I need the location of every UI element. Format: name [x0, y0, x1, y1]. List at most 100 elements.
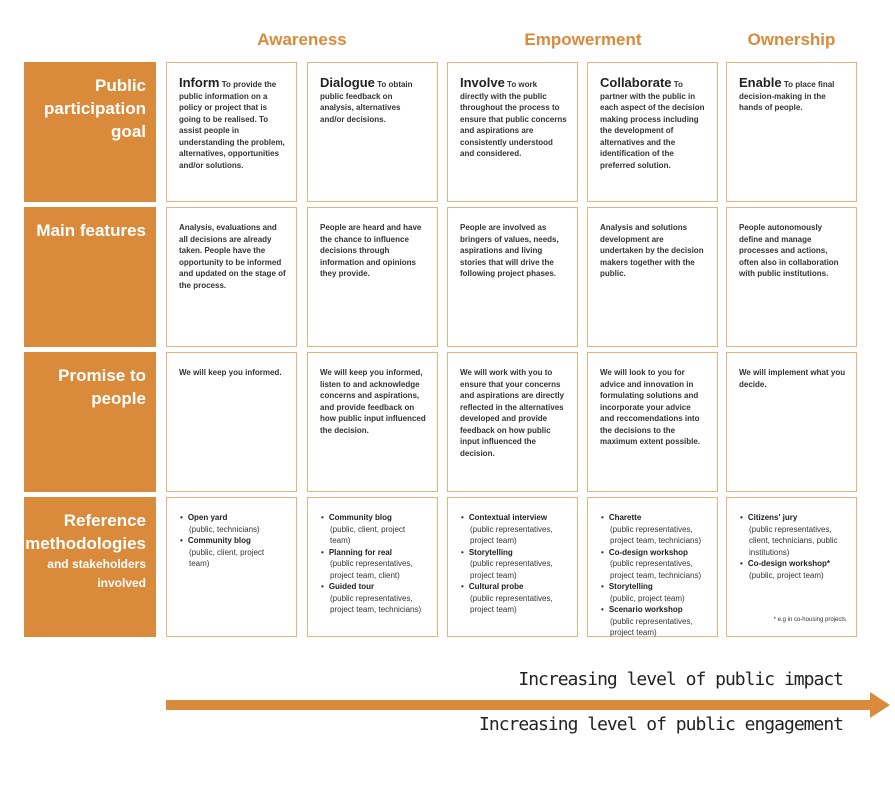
promise-text: We will look to you for advice and innov… — [600, 368, 701, 446]
method-item: Open yard (public, technicians) — [187, 512, 286, 535]
cell: Contextual interview (public representati… — [447, 497, 578, 637]
method-stakeholders: (public representatives, project team, t… — [330, 593, 422, 615]
method-name: Co-design workshop* — [747, 559, 831, 568]
method-stakeholders: (public representatives, project team, c… — [330, 559, 413, 580]
promise-text: We will implement what you decide. — [739, 368, 846, 389]
method-item: Co-design workshop* (public, project team… — [747, 558, 846, 581]
cell: We will look to you for advice and innov… — [587, 352, 718, 492]
row-label-text: Public participation goal — [43, 76, 146, 141]
method-name: Storytelling — [608, 582, 653, 591]
method-stakeholders: (public, client, project team) — [330, 524, 406, 546]
row-label: Public participation goal — [24, 62, 156, 202]
cell: Inform To provide the public information… — [166, 62, 297, 202]
row-label-sub: and stakeholders involved — [47, 557, 146, 590]
method-name: Co-design workshop — [608, 547, 688, 557]
method-item: Charette (public representatives, project… — [608, 512, 707, 547]
method-stakeholders: (public, technicians) — [189, 524, 260, 534]
cell: Open yard(public, technicians)Community … — [166, 497, 297, 637]
feature-text: People autonomously define and manage pr… — [739, 223, 839, 278]
method-stakeholders: (public representatives, project team) — [470, 524, 553, 546]
method-name: Community blog — [328, 513, 392, 522]
row-label: Promise to people — [24, 352, 156, 492]
goal-text: To partner with the public in each aspec… — [600, 80, 705, 170]
feature-text: People are heard and have the chance to … — [320, 223, 422, 278]
method-item: Scenario workshop (public representatives… — [608, 604, 707, 639]
goal-text: To place final decision-making in the ha… — [739, 80, 835, 112]
cell: Citizens' jury (public representatives, c… — [726, 497, 857, 637]
cell: Dialogue To obtain public feedback on an… — [307, 62, 438, 202]
method-item: Co-design workshop (public representative… — [608, 547, 707, 582]
cell: Charette (public representatives, project… — [587, 497, 718, 637]
goal-title: Involve — [460, 75, 505, 90]
feature-text: People are involved as bringers of value… — [460, 223, 559, 278]
methods-list: Charette (public representatives, project… — [600, 512, 707, 639]
feature-text: Analysis, evaluations and all decisions … — [179, 223, 286, 290]
footnote: * e.g in co-housing projects — [773, 616, 846, 623]
goal-text: To provide the public information on a p… — [179, 80, 285, 170]
feature-text: Analysis and solutions development are u… — [600, 223, 704, 278]
method-name: Open yard — [187, 513, 228, 522]
methods-list: Open yard(public, technicians)Community … — [179, 512, 286, 570]
methods-list: Contextual interview (public representati… — [460, 512, 567, 616]
cell: People are involved as bringers of value… — [447, 207, 578, 347]
promise-text: We will work with you to ensure that you… — [460, 368, 565, 458]
row-label-text: Promise to people — [58, 366, 146, 408]
cell: We will keep you informed, listen to and… — [307, 352, 438, 492]
cell: We will work with you to ensure that you… — [447, 352, 578, 492]
promise-text: We will keep you informed. — [179, 368, 282, 377]
method-name: Contextual interview — [468, 513, 548, 522]
method-stakeholders: (public representatives, project team, t… — [610, 524, 702, 546]
row-label-text: Reference methodologies — [25, 511, 146, 553]
impact-label: Increasing level of public impact — [518, 669, 844, 690]
goal-title: Inform — [179, 75, 220, 90]
header-empowerment: Empowerment — [524, 30, 642, 49]
method-item: Storytelling (public, project team) — [608, 581, 707, 604]
promise-text: We will keep you informed, listen to and… — [320, 368, 426, 435]
cell: Analysis, evaluations and all decisions … — [166, 207, 297, 347]
cell: People autonomously define and manage pr… — [726, 207, 857, 347]
method-name: Planning for real — [328, 547, 392, 557]
method-stakeholders: (public representatives, project team) — [470, 559, 553, 580]
method-stakeholders: (public representatives, project team) — [470, 593, 553, 615]
cell: Enable To place final decision-making in… — [726, 62, 857, 202]
method-item: Community blog (public, client, project t… — [328, 512, 427, 547]
method-item: Storytelling (public representatives, pro… — [468, 547, 567, 582]
cell: We will keep you informed. — [166, 352, 297, 492]
goal-title: Enable — [739, 75, 782, 90]
method-item: Citizens' jury (public representatives, c… — [747, 512, 846, 558]
method-stakeholders: (public, project team) — [749, 570, 824, 580]
method-name: Charette — [608, 513, 642, 522]
method-name: Storytelling — [468, 547, 513, 557]
cell: We will implement what you decide. — [726, 352, 857, 492]
method-item: Contextual interview (public representati… — [468, 512, 567, 547]
row-label: Reference methodologies and stakeholders … — [24, 497, 156, 637]
method-stakeholders: (public, project team) — [610, 593, 685, 603]
method-item: Cultural probe (public representatives, p… — [468, 581, 567, 616]
method-name: Citizens' jury — [747, 513, 798, 522]
engagement-label: Increasing level of public engagement — [479, 714, 844, 735]
row-label: Main features — [24, 207, 156, 347]
method-item: Planning for real (public representatives… — [328, 547, 427, 582]
method-stakeholders: (public, client, project team) — [189, 547, 265, 569]
method-name: Community blog — [187, 536, 251, 545]
cell: Analysis and solutions development are u… — [587, 207, 718, 347]
header-awareness: Awareness — [257, 30, 347, 49]
goal-text: To obtain public feedback on analysis, a… — [320, 80, 413, 124]
methods-list: Community blog (public, client, project t… — [320, 512, 427, 616]
method-name: Guided tour — [328, 582, 375, 591]
method-stakeholders: (public representatives, project team, t… — [610, 559, 702, 580]
header-ownership: Ownership — [747, 30, 836, 49]
cell: Community blog (public, client, project t… — [307, 497, 438, 637]
method-item: Community blog (public, client, project t… — [187, 535, 286, 570]
cell: People are heard and have the chance to … — [307, 207, 438, 347]
method-stakeholders: (public representatives, client, technic… — [749, 524, 838, 557]
goal-text: To work directly with the public through… — [460, 80, 567, 158]
method-name: Scenario workshop — [608, 605, 683, 614]
method-stakeholders: (public representatives, project team) — [610, 616, 693, 638]
method-name: Cultural probe — [468, 582, 524, 591]
method-item: Guided tour (public representatives, proj… — [328, 581, 427, 616]
cell: Involve To work directly with the public… — [447, 62, 578, 202]
goal-title: Collaborate — [600, 75, 672, 90]
cell: Collaborate To partner with the public i… — [587, 62, 718, 202]
goal-title: Dialogue — [320, 75, 375, 90]
